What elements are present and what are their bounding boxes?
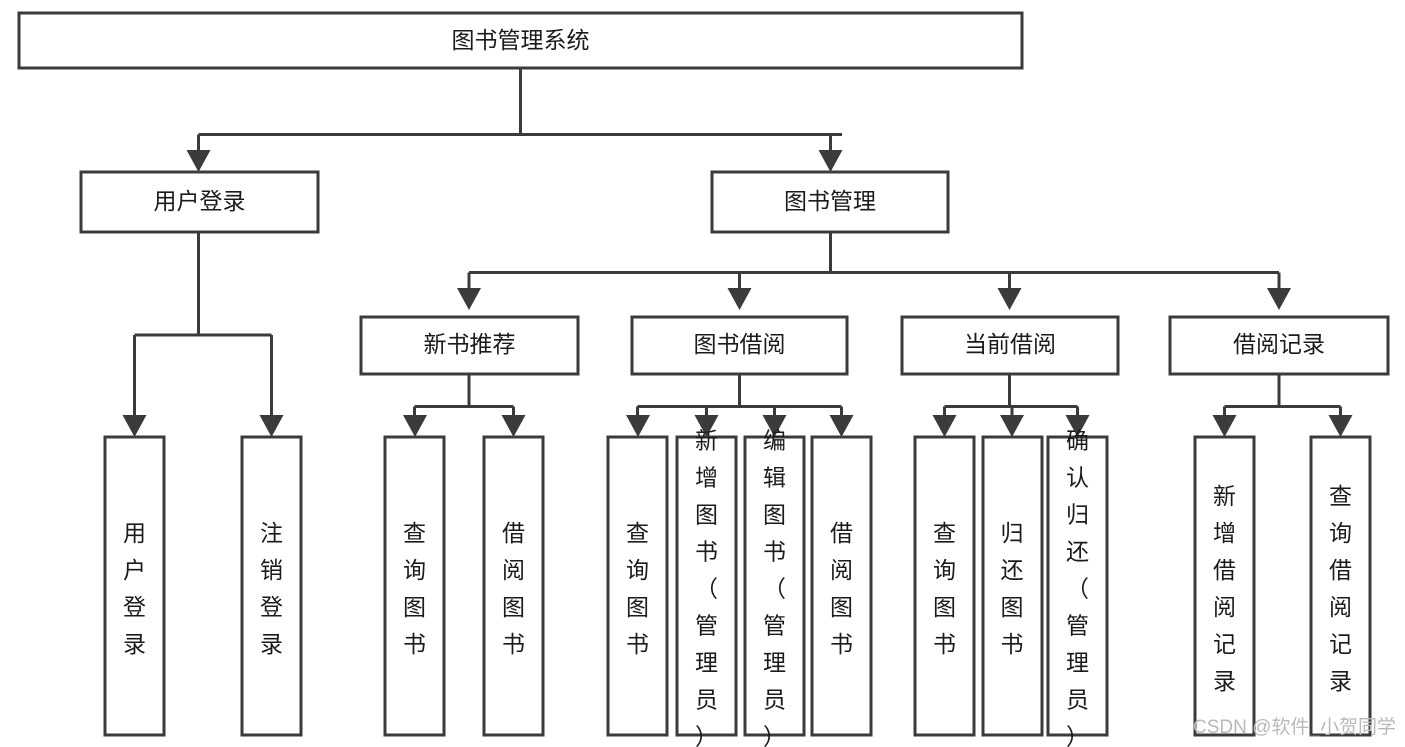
node-leaf-borrow-book-1[interactable]: 借阅图书 (482, 435, 545, 737)
book-borrow-label: 图书借阅 (694, 331, 786, 357)
node-leaf-borrow-book-2[interactable]: 借阅图书 (810, 435, 873, 737)
leaf-query-book-1-label: 查询图书 (403, 520, 426, 657)
leaf-confirm-return-box[interactable] (1046, 435, 1109, 737)
connector-book-management-trunk (467, 232, 1281, 295)
leaf-add-record-label: 新增借阅记录 (1213, 483, 1236, 694)
root-box[interactable] (17, 11, 1024, 70)
leaf-query-book-2-box[interactable] (606, 435, 669, 737)
connector-borrow-record-trunk (1223, 374, 1342, 422)
leaf-add-book-label: 新增图书（管理员） (695, 427, 718, 747)
leaf-query-record-box[interactable] (1309, 435, 1372, 737)
connector-layer (133, 68, 1342, 422)
leaf-user-login-label: 用户登录 (123, 520, 146, 657)
user-login-label: 用户登录 (154, 188, 246, 214)
node-current-borrow[interactable]: 当前借阅 (900, 315, 1120, 376)
borrow-record-box[interactable] (1168, 315, 1390, 376)
current-borrow-box[interactable] (900, 315, 1120, 376)
node-user-login[interactable]: 用户登录 (79, 170, 320, 234)
borrow-record-label: 借阅记录 (1233, 331, 1325, 357)
node-root[interactable]: 图书管理系统 (17, 11, 1024, 70)
arrow-to-book-borrow (727, 288, 752, 310)
arrow-to-borrow-record (1267, 288, 1291, 310)
arrow-to-leaf-query-book-3 (932, 415, 957, 437)
arrow-to-new-book-recommend (457, 288, 481, 310)
connector-book-borrow-trunk (636, 374, 843, 422)
arrow-to-leaf-add-record (1212, 415, 1237, 437)
node-book-management[interactable]: 图书管理 (710, 170, 950, 234)
book-management-box[interactable] (710, 170, 950, 234)
arrow-to-leaf-confirm-return (1065, 415, 1090, 437)
leaf-logout-login-label: 注销登录 (260, 520, 283, 657)
node-leaf-query-record[interactable]: 查询借阅记录 (1309, 435, 1372, 737)
node-leaf-add-record[interactable]: 新增借阅记录 (1193, 435, 1256, 737)
node-leaf-query-book-2[interactable]: 查询图书 (606, 435, 669, 737)
node-leaf-add-book[interactable]: 新增图书（管理员） (675, 427, 738, 747)
arrow-to-leaf-logout-login (259, 415, 284, 437)
node-new-book-recommend[interactable]: 新书推荐 (359, 315, 580, 376)
user-login-box[interactable] (79, 170, 320, 234)
arrow-to-leaf-borrow-book-1 (501, 415, 526, 437)
leaf-query-record-label: 查询借阅记录 (1329, 483, 1352, 694)
leaf-add-record-box[interactable] (1193, 435, 1256, 737)
leaf-query-book-3-box[interactable] (913, 435, 976, 737)
leaf-query-book-2-label: 查询图书 (626, 520, 649, 657)
csdn-watermark: CSDN @软件_小贺同学 (1193, 716, 1396, 738)
node-leaf-query-book-3[interactable]: 查询图书 (913, 435, 976, 737)
node-leaf-logout-login[interactable]: 注销登录 (240, 435, 303, 737)
leaf-logout-login-box[interactable] (240, 435, 303, 737)
leaf-borrow-book-2-box[interactable] (810, 435, 873, 737)
node-borrow-record[interactable]: 借阅记录 (1168, 315, 1390, 376)
connector-user-login-trunk (133, 232, 273, 422)
arrow-to-current-borrow (997, 288, 1022, 310)
book-borrow-box[interactable] (630, 315, 849, 376)
arrow-to-leaf-query-record (1328, 415, 1353, 437)
connector-current-borrow-trunk (943, 374, 1079, 422)
node-book-borrow[interactable]: 图书借阅 (630, 315, 849, 376)
node-leaf-return-book[interactable]: 归还图书 (981, 435, 1044, 737)
root-label: 图书管理系统 (452, 27, 590, 53)
leaf-user-login-box[interactable] (103, 435, 166, 737)
node-leaf-query-book-1[interactable]: 查询图书 (383, 435, 446, 737)
leaf-borrow-book-1-box[interactable] (482, 435, 545, 737)
arrow-to-leaf-user-login (122, 415, 147, 437)
leaf-confirm-return-label: 确认归还（管理员） (1066, 427, 1089, 747)
new-book-recommend-box[interactable] (359, 315, 580, 376)
arrow-to-leaf-borrow-book-2 (829, 415, 854, 437)
node-leaf-confirm-return[interactable]: 确认归还（管理员） (1046, 427, 1109, 747)
connector-root-trunk (197, 68, 842, 157)
arrowhead-layer (122, 150, 1353, 437)
node-leaf-user-login[interactable]: 用户登录 (103, 435, 166, 737)
arrow-to-leaf-edit-book (762, 415, 787, 437)
leaf-borrow-book-2-label: 借阅图书 (830, 520, 853, 657)
arrow-to-leaf-query-book-2 (626, 415, 650, 437)
leaf-return-book-box[interactable] (981, 435, 1044, 737)
new-book-recommend-label: 新书推荐 (424, 331, 516, 357)
leaf-borrow-book-1-label: 借阅图书 (502, 520, 525, 657)
leaf-edit-book-box[interactable] (743, 435, 806, 737)
leaf-return-book-label: 归还图书 (1001, 520, 1024, 657)
arrow-to-book-management (818, 150, 843, 172)
arrow-to-user-login (186, 150, 211, 172)
arrow-to-leaf-add-book (694, 415, 719, 437)
current-borrow-label: 当前借阅 (964, 331, 1056, 357)
connector-new-book-recommend-trunk (413, 374, 515, 422)
arrow-to-leaf-return-book (1000, 415, 1024, 437)
leaf-add-book-box[interactable] (675, 435, 738, 737)
book-management-label: 图书管理 (784, 188, 876, 214)
arrow-to-leaf-query-book-1 (403, 415, 427, 437)
leaf-query-book-3-label: 查询图书 (933, 520, 956, 657)
leaf-edit-book-label: 编辑图书（管理员） (763, 427, 786, 747)
node-leaf-edit-book[interactable]: 编辑图书（管理员） (743, 427, 806, 747)
leaf-query-book-1-box[interactable] (383, 435, 446, 737)
